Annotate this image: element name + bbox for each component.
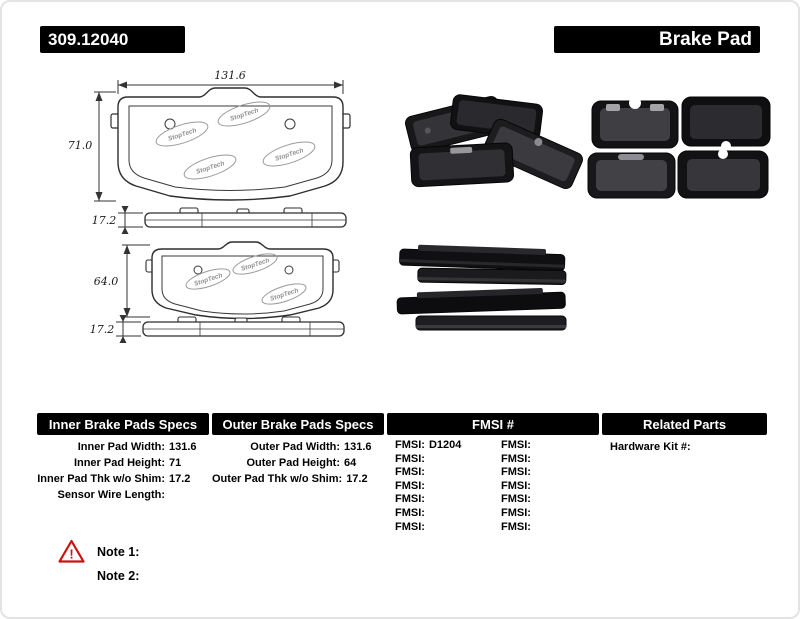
- fmsi-left-column: FMSI: D1204 FMSI: FMSI: FMSI: FMSI:: [387, 439, 493, 534]
- spec-label: Outer Pad Width:: [250, 441, 340, 453]
- dimension-height-label: 71.0: [68, 139, 93, 152]
- dimension-thickness-2: [116, 315, 141, 343]
- warning-triangle-icon: !: [58, 539, 85, 569]
- spec-value: 17.2: [169, 473, 191, 485]
- spec-row-inner-thickness: Inner Pad Thk w/o Shim: 17.2: [37, 471, 209, 487]
- spec-label: Outer Pad Thk w/o Shim:: [212, 473, 343, 485]
- fmsi-label: FMSI:: [501, 520, 531, 533]
- svg-text:!: !: [69, 547, 73, 562]
- photo-pads-edge: [396, 244, 567, 331]
- spec-row-outer-thickness: Outer Pad Thk w/o Shim: 17.2: [212, 471, 384, 487]
- pad-front-view-2: StopTech StopTech StopTech 64.0: [94, 241, 340, 320]
- fmsi-label: FMSI:: [395, 493, 425, 506]
- fmsi-label: FMSI:: [395, 452, 425, 465]
- dimension-height-2: [122, 244, 150, 318]
- fmsi-label: FMSI:: [501, 466, 531, 479]
- dimension-width: [117, 80, 344, 94]
- outer-specs-header: Outer Brake Pads Specs: [212, 413, 384, 435]
- spec-row-inner-width: Inner Pad Width: 131.6: [37, 439, 209, 455]
- part-number: 309.12040: [48, 29, 129, 49]
- fmsi-label: FMSI:: [501, 506, 531, 519]
- dimension-thickness: [118, 206, 143, 234]
- pad-edge-view-2: 17.2: [90, 315, 345, 343]
- fmsi-label: FMSI:: [501, 479, 531, 492]
- fmsi-right-column: FMSI: FMSI: FMSI: FMSI: FMSI:: [493, 439, 599, 534]
- spec-row-sensor-wire: Sensor Wire Length:: [37, 487, 209, 503]
- fmsi-label: FMSI:: [501, 493, 531, 506]
- fmsi-row: FMSI:: [493, 480, 599, 494]
- fmsi-row: FMSI:: [493, 453, 599, 467]
- spec-label: Inner Pad Thk w/o Shim:: [37, 473, 165, 485]
- note-2: Note 2:: [97, 569, 140, 583]
- spec-label: Sensor Wire Length:: [57, 489, 165, 501]
- fmsi-row: FMSI:: [387, 453, 493, 467]
- fmsi-label: FMSI:: [395, 506, 425, 519]
- fmsi-label: FMSI:: [395, 520, 425, 533]
- spec-value: 131.6: [169, 441, 197, 453]
- dimension-thickness-label: 17.2: [92, 214, 117, 227]
- fmsi-label: FMSI:: [501, 452, 531, 465]
- spec-value: 64: [344, 457, 357, 469]
- dimension-width-label: 131.6: [214, 69, 246, 82]
- inner-specs-column: Inner Brake Pads Specs Inner Pad Width: …: [37, 413, 209, 503]
- spec-value: 17.2: [346, 473, 368, 485]
- fmsi-row: FMSI:: [387, 466, 493, 480]
- fmsi-row: FMSI:: [387, 480, 493, 494]
- related-parts-header: Related Parts: [602, 413, 767, 435]
- photo-pads-grid: [587, 96, 771, 199]
- fmsi-header: FMSI #: [387, 413, 599, 435]
- fmsi-row: FMSI:: [387, 493, 493, 507]
- dimension-thickness-2-label: 17.2: [90, 323, 115, 336]
- dimension-height: [94, 91, 116, 202]
- fmsi-value: D1204: [428, 439, 462, 451]
- fmsi-row: FMSI:: [493, 466, 599, 480]
- spec-label: Inner Pad Width:: [77, 441, 165, 453]
- fmsi-column: FMSI # FMSI: D1204 FMSI: FMSI: FMSI:: [387, 413, 599, 534]
- fmsi-row: FMSI: D1204: [387, 439, 493, 453]
- product-type-banner: Brake Pad: [554, 26, 760, 53]
- spec-label: Outer Pad Height:: [246, 457, 340, 469]
- spec-row-outer-width: Outer Pad Width: 131.6: [212, 439, 384, 455]
- dimension-height-2-label: 64.0: [94, 275, 119, 288]
- related-label: Hardware Kit #:: [610, 441, 691, 453]
- related-parts-row: Hardware Kit #:: [602, 439, 767, 455]
- fmsi-row: FMSI:: [493, 521, 599, 535]
- fmsi-row: FMSI:: [493, 507, 599, 521]
- outer-specs-column: Outer Brake Pads Specs Outer Pad Width: …: [212, 413, 384, 487]
- spec-row-outer-height: Outer Pad Height: 64: [212, 455, 384, 471]
- fmsi-label: FMSI:: [395, 479, 425, 492]
- photo-pads-angled: [404, 94, 583, 190]
- fmsi-label: FMSI:: [395, 439, 425, 451]
- fmsi-row: FMSI:: [387, 507, 493, 521]
- spec-label: Inner Pad Height:: [73, 457, 165, 469]
- fmsi-label: FMSI:: [501, 439, 531, 451]
- spec-value: 71: [169, 457, 182, 469]
- pad-front-view-1: StopTech StopTech StopTech StopTech: [68, 69, 351, 202]
- fmsi-row: FMSI:: [387, 521, 493, 535]
- part-number-banner: 309.12040: [40, 26, 185, 53]
- fmsi-label: FMSI:: [395, 466, 425, 479]
- inner-specs-header: Inner Brake Pads Specs: [37, 413, 209, 435]
- related-parts-column: Related Parts Hardware Kit #:: [602, 413, 767, 455]
- note-1: Note 1:: [97, 545, 140, 559]
- spec-value: 131.6: [344, 441, 372, 453]
- page-title: Brake Pad: [659, 28, 752, 50]
- fmsi-row: FMSI:: [493, 439, 599, 453]
- fmsi-row: FMSI:: [493, 493, 599, 507]
- pad-edge-view-1: 17.2: [92, 206, 347, 234]
- spec-row-inner-height: Inner Pad Height: 71: [37, 455, 209, 471]
